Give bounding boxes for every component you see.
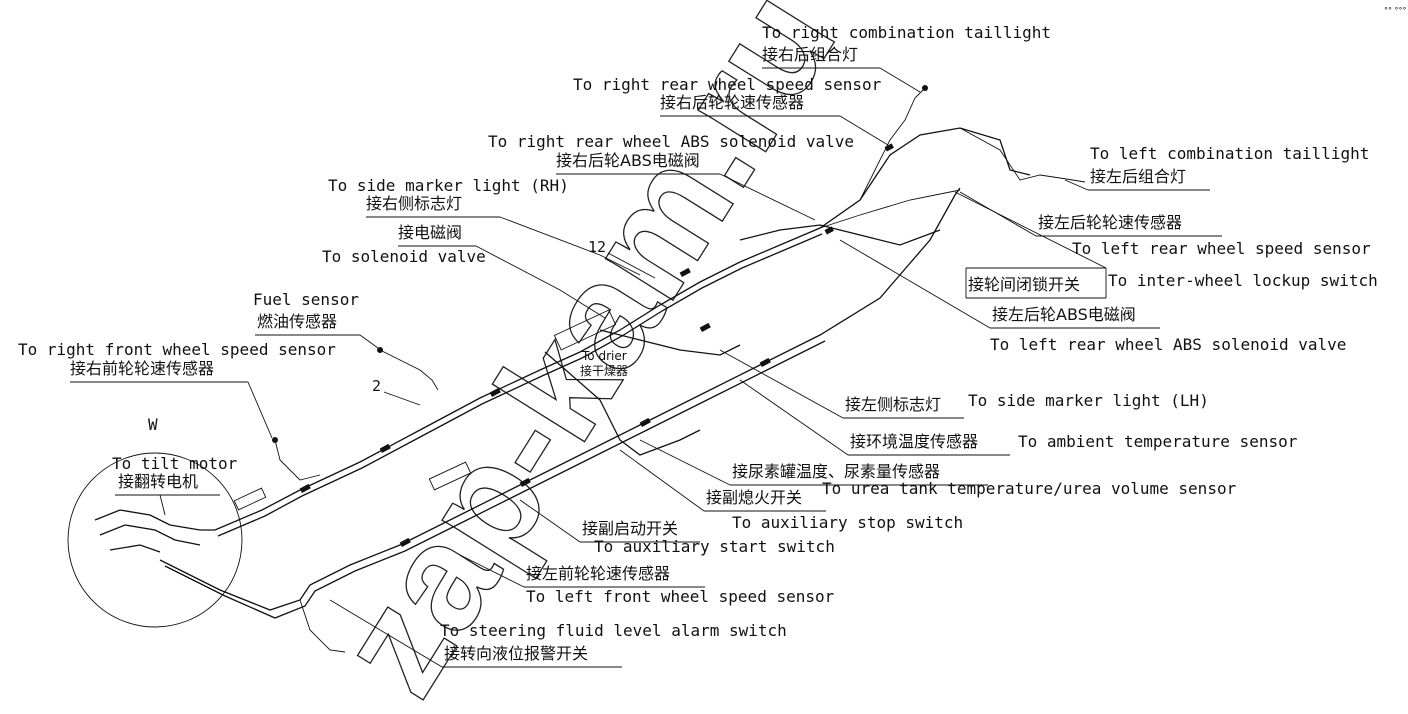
svg-text:To ambient temperature sensor: To ambient temperature sensor	[1018, 432, 1298, 451]
svg-text:接干燥器: 接干燥器	[580, 363, 628, 378]
svg-text:Fuel sensor: Fuel sensor	[253, 290, 359, 309]
svg-text:接右后轮ABS电磁阀: 接右后轮ABS电磁阀	[556, 151, 700, 170]
svg-text:接左后轮轮速传感器: 接左后轮轮速传感器	[1038, 213, 1182, 232]
svg-text:To left combination taillight: To left combination taillight	[1090, 144, 1369, 163]
svg-text:To left rear wheel ABS solenoi: To left rear wheel ABS solenoid valve	[990, 335, 1346, 354]
svg-text:接翻转电机: 接翻转电机	[118, 472, 198, 491]
label-right-rear-speed: To right rear wheel speed sensor 接右后轮轮速传…	[573, 75, 889, 146]
svg-text:接左后轮ABS电磁阀: 接左后轮ABS电磁阀	[992, 305, 1136, 324]
svg-text:接右前轮轮速传感器: 接右前轮轮速传感器	[70, 359, 214, 378]
detail-circle-w	[67, 452, 243, 628]
svg-text:To solenoid valve: To solenoid valve	[322, 247, 486, 266]
svg-text:To right front wheel speed sen: To right front wheel speed sensor	[18, 340, 336, 359]
label-left-taillight: To left combination taillight 接左后组合灯	[1064, 144, 1369, 191]
label-fuel-sensor: Fuel sensor 燃油传感器	[253, 290, 379, 349]
svg-text:接电磁阀: 接电磁阀	[398, 223, 462, 242]
svg-text:燃油传感器: 燃油传感器	[257, 312, 337, 331]
label-solenoid-valve: 接电磁阀 To solenoid valve	[322, 223, 606, 319]
label-dryer: To drier 接干燥器	[580, 349, 628, 378]
svg-text:To auxiliary stop switch: To auxiliary stop switch	[732, 513, 963, 532]
svg-text:To tilt motor: To tilt motor	[112, 454, 238, 473]
label-right-rear-abs: To right rear wheel ABS solenoid valve 接…	[488, 132, 854, 221]
svg-text:To side marker light (RH): To side marker light (RH)	[328, 176, 569, 195]
svg-text:To left rear wheel speed senso: To left rear wheel speed sensor	[1072, 239, 1371, 258]
label-side-marker-lh: 接左侧标志灯 To side marker light (LH)	[719, 349, 1209, 419]
label-left-rear-speed: 接左后轮轮速传感器 To left rear wheel speed senso…	[959, 191, 1371, 258]
label-aux-stop: 接副熄火开关 To auxiliary stop switch	[619, 449, 963, 532]
svg-text:To drier: To drier	[581, 349, 627, 363]
label-left-rear-abs: 接左后轮ABS电磁阀 To left rear wheel ABS soleno…	[839, 239, 1346, 354]
svg-text:接副启动开关: 接副启动开关	[582, 519, 678, 538]
svg-text:To steering fluid level alarm: To steering fluid level alarm switch	[440, 621, 787, 640]
svg-text:接轮间闭锁开关: 接轮间闭锁开关	[968, 275, 1080, 294]
callout-12: 12	[588, 238, 606, 256]
svg-text:接环境温度传感器: 接环境温度传感器	[850, 432, 978, 451]
svg-text:接左侧标志灯: 接左侧标志灯	[845, 395, 941, 414]
label-steering-alarm: To steering fluid level alarm switch 接转向…	[329, 599, 787, 668]
svg-text:To right rear wheel ABS soleno: To right rear wheel ABS solenoid valve	[488, 132, 854, 151]
svg-text:接右后轮轮速传感器: 接右后轮轮速传感器	[660, 93, 804, 112]
label-right-front-speed: To right front wheel speed sensor 接右前轮轮速…	[18, 340, 336, 439]
svg-text:To auxiliary start switch: To auxiliary start switch	[594, 537, 835, 556]
svg-text:To right combination taillight: To right combination taillight	[762, 23, 1051, 42]
label-left-front-speed: 接左前轮轮速传感器 To left front wheel speed sens…	[459, 554, 835, 606]
label-tilt-motor: To tilt motor 接翻转电机	[112, 454, 238, 516]
svg-text:To right rear wheel speed sens: To right rear wheel speed sensor	[573, 75, 882, 94]
svg-text:To inter-wheel lockup switch: To inter-wheel lockup switch	[1108, 271, 1378, 290]
connectors	[272, 85, 928, 547]
wiring-harness	[94, 87, 1086, 653]
svg-text:接左前轮轮速传感器: 接左前轮轮速传感器	[526, 564, 670, 583]
label-aux-start: 接副启动开关 To auxiliary start switch	[519, 499, 835, 556]
svg-text:To side marker light (LH): To side marker light (LH)	[968, 391, 1209, 410]
label-ambient-sensor: 接环境温度传感器 To ambient temperature sensor	[739, 379, 1298, 456]
svg-text:To urea tank temperature/urea: To urea tank temperature/urea volume sen…	[822, 479, 1237, 498]
svg-text:接右侧标志灯: 接右侧标志灯	[366, 194, 462, 213]
svg-text:接右后组合灯: 接右后组合灯	[762, 45, 858, 64]
label-urea-sensor: 接尿素罐温度、尿素量传感器 To urea tank temperature/u…	[639, 439, 1237, 498]
label-lockup-switch: 接轮间闭锁开关 To inter-wheel lockup switch	[954, 191, 1378, 299]
svg-text:接尿素罐温度、尿素量传感器: 接尿素罐温度、尿素量传感器	[732, 462, 940, 481]
svg-text:To left front wheel speed sens: To left front wheel speed sensor	[526, 587, 835, 606]
svg-text:接副熄火开关: 接副熄火开关	[706, 488, 802, 507]
callout-2: 2	[372, 377, 381, 395]
corner-mark: °° °°°	[1384, 6, 1407, 15]
label-right-taillight: To right combination taillight 接右后组合灯	[762, 23, 1051, 93]
svg-text:接左后组合灯: 接左后组合灯	[1090, 167, 1186, 186]
label-side-marker-rh: To side marker light (RH) 接右侧标志灯	[328, 176, 641, 276]
detail-label-w: W	[148, 415, 158, 434]
svg-text:接转向液位报警开关: 接转向液位报警开关	[444, 644, 588, 663]
